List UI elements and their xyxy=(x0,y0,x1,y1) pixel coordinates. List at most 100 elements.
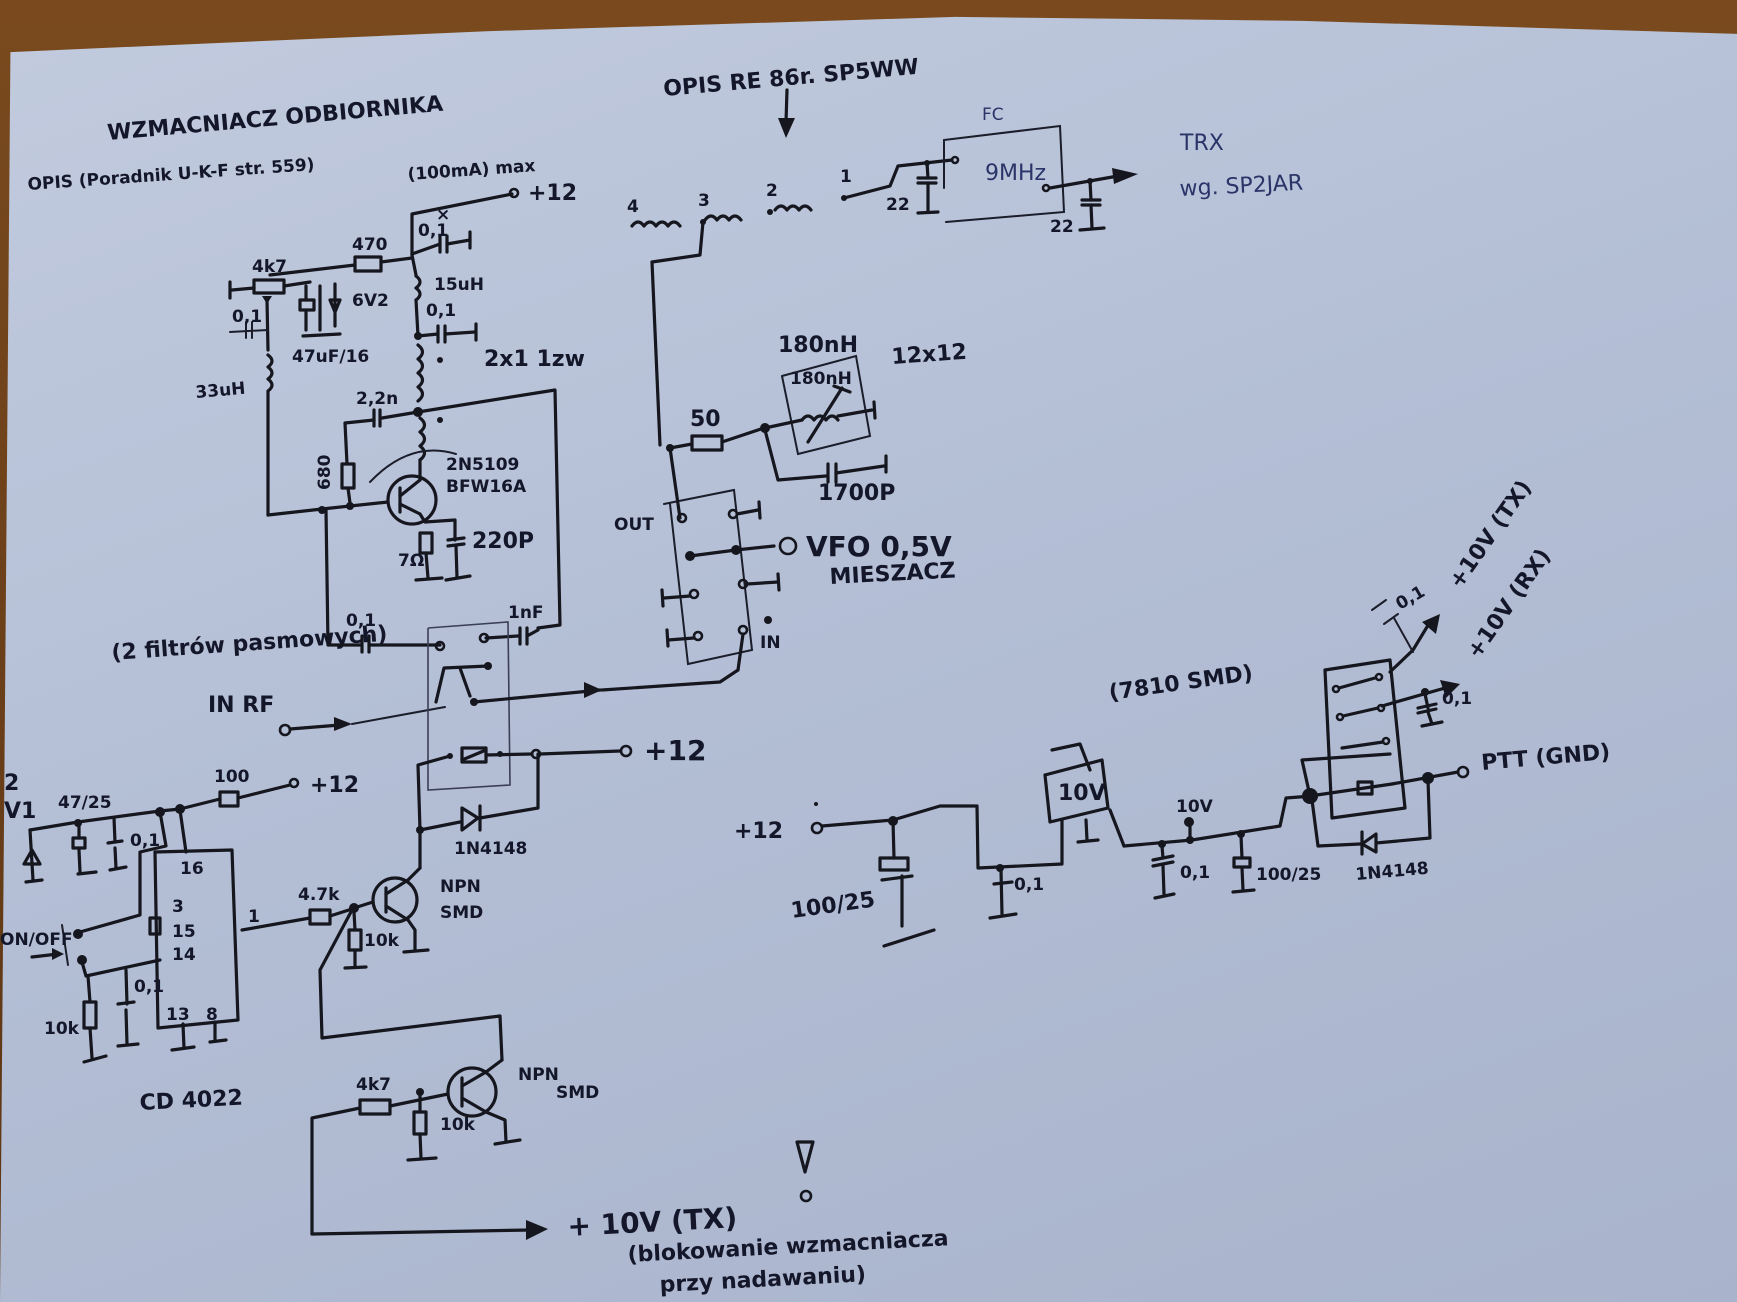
tap-2 xyxy=(767,209,773,215)
trx-title: TRX xyxy=(1179,131,1224,156)
wire-10k-top xyxy=(86,974,92,1004)
cap-01b-lead xyxy=(1160,844,1165,860)
label-pin-2: 2 xyxy=(766,181,778,201)
gnd-47uf xyxy=(301,332,342,338)
junction xyxy=(416,1088,424,1096)
label-switch: ON/OFF xyxy=(0,930,73,950)
junction xyxy=(1237,830,1245,838)
wire-10k-b-gnd xyxy=(418,1132,423,1160)
terminal-ptt xyxy=(1456,765,1470,779)
coil-2-1 xyxy=(773,204,813,212)
gnd-symbol xyxy=(444,574,472,582)
cap-100-25a-lead xyxy=(891,819,896,860)
gnd-symbol xyxy=(76,870,98,876)
diode-1n4148-power xyxy=(1360,832,1378,854)
transistor-collector xyxy=(398,478,422,498)
cd4022-counter: +12 100 2 V1 47/25 0,1 xyxy=(0,767,359,1064)
wiper-wire xyxy=(265,298,270,352)
regulator-note: (7810 SMD) xyxy=(1107,661,1254,706)
pointer-arrow xyxy=(778,88,795,138)
variable-arrow-cap xyxy=(832,384,852,394)
wire-emitter xyxy=(418,512,457,542)
cap-01a-lead2 xyxy=(113,846,118,870)
cap-100-25a xyxy=(878,856,910,872)
label-r-7r: 7Ω xyxy=(398,551,424,571)
zener-lead xyxy=(28,828,35,882)
relay-coil-slash xyxy=(460,748,488,762)
transistor-2n5109 xyxy=(386,474,438,526)
wire-to-15uh xyxy=(410,253,418,277)
label-r-pot: 4k7 xyxy=(252,257,287,277)
resistor-10k-a xyxy=(347,928,363,952)
npn1-collector xyxy=(384,878,410,896)
gnd-symbol xyxy=(988,912,1018,920)
wire-pot-left xyxy=(230,286,256,292)
label-r-50: 50 xyxy=(690,407,721,432)
label-c-01-rx: 0,1 xyxy=(1442,689,1472,709)
pointer-arrow-head xyxy=(778,118,795,138)
wire-r50-right xyxy=(720,426,766,444)
inductor-15uh xyxy=(414,274,422,302)
label-plus12-counter: +12 xyxy=(310,773,359,798)
tx-out-arrow xyxy=(1422,614,1440,634)
cap-mid-gnd-lead xyxy=(443,330,477,336)
wire-1nf-left xyxy=(484,634,520,640)
ptt-relay-body xyxy=(1323,658,1407,820)
mixer-pin-out xyxy=(676,512,688,524)
wire-mixer-in xyxy=(736,632,745,672)
relay-contact xyxy=(1381,736,1391,746)
label-c-47uf: 47uF/16 xyxy=(292,347,369,367)
label-in: IN xyxy=(760,633,781,653)
gnd-symbol xyxy=(406,1156,438,1162)
label-c-22a: 22 xyxy=(886,195,910,215)
cap-01b-plate1 xyxy=(1151,854,1175,862)
gnd-symbol xyxy=(1371,599,1387,611)
label-r-100: 100 xyxy=(214,767,250,787)
switch-arrow-head xyxy=(52,948,64,960)
label-pin-3: 3 xyxy=(172,897,184,917)
wire-pin13-gnd xyxy=(181,1022,186,1050)
wire-tap3-down xyxy=(650,220,705,447)
wire-in-rf-relay xyxy=(351,706,446,725)
label-pin-14: 14 xyxy=(172,945,196,965)
junction xyxy=(346,502,354,510)
label-pin-16: 16 xyxy=(180,859,204,879)
label-c-1700p: 1700P xyxy=(818,481,895,506)
cap-22b-lead xyxy=(1088,179,1093,202)
label-zener-b: V1 xyxy=(4,799,36,824)
label-c-left-01: 0,1 xyxy=(232,307,262,327)
gnd-symbol xyxy=(343,965,368,970)
module-output xyxy=(1041,183,1051,193)
label-ptt: PTT (GND) xyxy=(1480,740,1611,776)
blocking-note-line2: przy nadawaniu) xyxy=(659,1262,867,1298)
wire-to-coil xyxy=(763,418,804,430)
cap-tx-plate xyxy=(1383,613,1399,625)
wire-npn1-to-npn2 xyxy=(318,908,504,1062)
wire-vfo xyxy=(734,544,776,552)
wire-to-base xyxy=(328,907,354,918)
relay-coil-outer xyxy=(1300,752,1392,798)
npn-drivers: NPN SMD 4.7k 10k NPN SMD xyxy=(240,866,815,1243)
supply-wire xyxy=(410,192,514,257)
wire-to-out-cap xyxy=(324,508,362,647)
mixer-ic-box xyxy=(663,488,754,666)
relay-arm-3 xyxy=(1340,740,1385,750)
mixer-pin xyxy=(692,630,704,642)
cap-01b-plate2 xyxy=(1151,860,1175,868)
wire-diode-right xyxy=(478,752,540,820)
cap-01b-lead2 xyxy=(1161,864,1166,896)
relay-contact xyxy=(1374,672,1384,682)
wire-1700p-right xyxy=(834,464,886,475)
cap-47uf xyxy=(298,298,316,312)
gnd-symbol xyxy=(872,400,877,420)
module-input xyxy=(950,155,960,165)
mixer-section: 4 3 2 1 22 FC 9MHz 22 xyxy=(614,105,1138,672)
npn1-emitter xyxy=(384,904,410,922)
cap-01-power-plate xyxy=(992,880,1014,886)
label-pin-4: 4 xyxy=(627,197,639,217)
label-c-100-25a: 100/25 xyxy=(789,887,876,924)
cap-mid-lead xyxy=(416,332,440,338)
wire-coil-right xyxy=(484,752,534,757)
wire-npn2-c xyxy=(484,1058,504,1074)
terminal-vfo xyxy=(778,536,798,556)
